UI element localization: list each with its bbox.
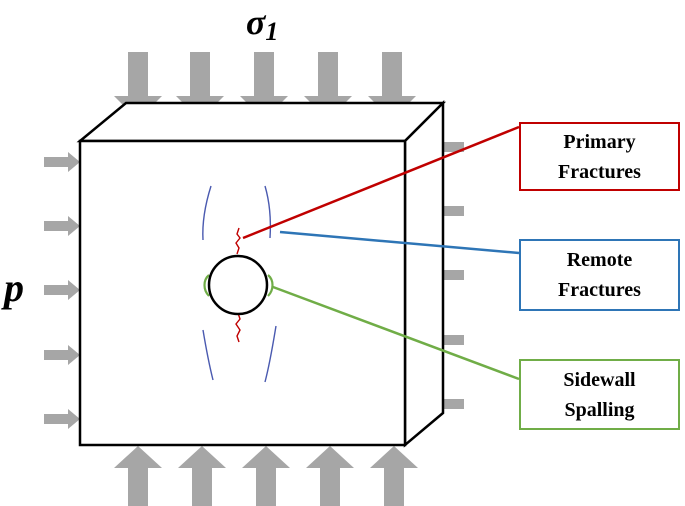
leader-remote [279, 230, 520, 255]
callout-line-2: Spalling [564, 398, 635, 421]
block-side-face [403, 99, 445, 448]
sigma-1-label: σ1 [246, 2, 278, 52]
spalling-left [203, 274, 210, 297]
remote-fracture-lr [264, 325, 277, 383]
remote-fracture-ur [264, 185, 272, 239]
leader-primary [242, 125, 520, 240]
left-load-arrows [44, 152, 80, 429]
remote-fracture-ll [202, 329, 214, 381]
primary-fractures-callout: Primary Fractures [519, 122, 680, 191]
leader-spalling [272, 285, 520, 381]
sidewall-spalling [203, 274, 274, 297]
spalling-right [267, 274, 274, 297]
left-arrow-3 [44, 280, 80, 300]
sigma-symbol: σ [246, 2, 266, 42]
left-arrow-2 [44, 216, 80, 236]
primary-fracture-top [235, 227, 241, 255]
bottom-arrow-3 [242, 446, 290, 506]
callout-line-2: Fractures [558, 160, 641, 183]
bottom-arrow-1 [114, 446, 162, 506]
remote-fracture-ul [202, 185, 212, 241]
bottom-arrow-5 [370, 446, 418, 506]
bottom-arrow-4 [306, 446, 354, 506]
bottom-load-arrows [114, 446, 418, 506]
sigma-subscript: 1 [265, 17, 279, 46]
block-top-face [76, 101, 447, 143]
remote-fractures [202, 185, 277, 383]
left-arrow-5 [44, 409, 80, 429]
bottom-arrow-2 [178, 446, 226, 506]
callout-line-2: Fractures [558, 279, 641, 301]
sidewall-spalling-callout: Sidewall Spalling [519, 359, 680, 430]
callout-line-1: Primary [563, 130, 636, 153]
callout-line-1: Remote [566, 249, 633, 271]
callout-line-1: Sidewall [563, 368, 636, 391]
borehole [207, 254, 269, 316]
remote-fractures-callout: Remote Fractures [519, 239, 680, 311]
primary-fracture-bottom [235, 312, 241, 343]
pressure-label: p [4, 265, 24, 310]
left-arrow-4 [44, 345, 80, 365]
primary-fractures [235, 227, 241, 343]
left-arrow-1 [44, 152, 80, 172]
